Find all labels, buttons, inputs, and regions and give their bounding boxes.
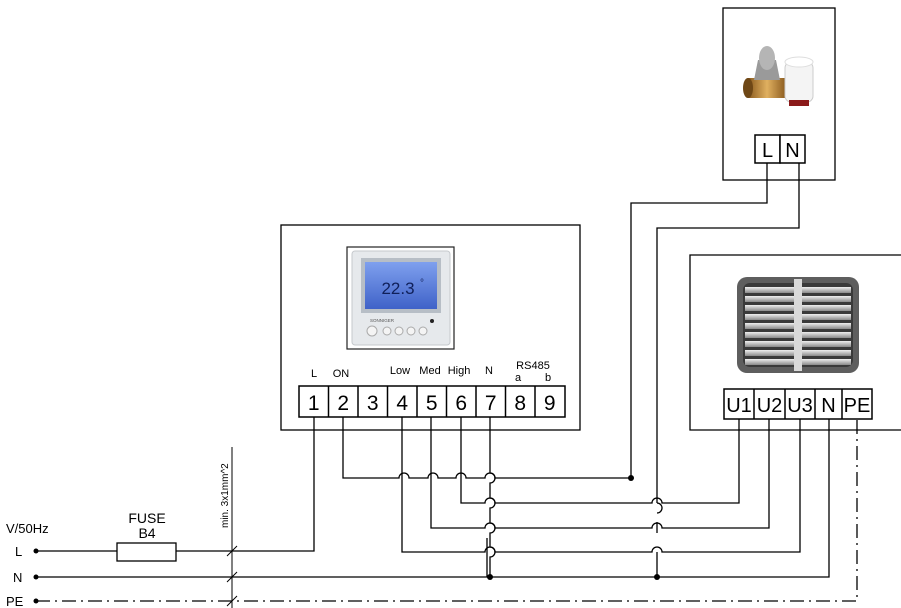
valve-terminal-label: L [762, 140, 773, 162]
terminal-label-l: L [311, 368, 317, 380]
fuse-symbol [116, 542, 177, 562]
thermostat-terminal-block: 1 2 3 4 5 6 7 8 9 [298, 385, 566, 418]
supply-line-label-l: L [15, 544, 22, 559]
junction-dot [654, 574, 660, 580]
terminal-number: 9 [544, 392, 556, 415]
valve-actuator-image [743, 46, 814, 106]
valve-terminal-block: L N [754, 134, 806, 164]
terminal-number: 1 [308, 392, 320, 415]
heater-terminal-label: U3 [787, 395, 813, 417]
terminal-label-high: High [448, 365, 471, 377]
terminal-label-b: b [545, 372, 551, 384]
junction-dot [628, 475, 634, 481]
thermostat-display-unit: ° [420, 278, 424, 289]
rs485-label: RS485 [516, 360, 550, 372]
terminal-label-med: Med [419, 365, 440, 377]
thermostat-brand: SONNIGER [370, 318, 395, 323]
terminal-label-on: ON [333, 368, 350, 380]
junction-dot [487, 574, 493, 580]
heater-terminal-block: U1 U2 U3 N PE [723, 388, 873, 420]
terminal-number: 5 [426, 392, 438, 415]
supply-line-label-n: N [13, 570, 22, 585]
supply-line-label-pe: PE [6, 594, 24, 608]
heater-image [737, 277, 859, 373]
heater-terminal-label: N [821, 395, 835, 417]
heater-terminal-label: U1 [726, 395, 752, 417]
valve-enclosure [722, 7, 836, 181]
terminal-label-a: a [515, 372, 522, 384]
thermostat-display-temp: 22.3 [381, 279, 414, 298]
terminal-number: 8 [514, 392, 526, 415]
fuse-rating: B4 [138, 525, 155, 541]
heater-terminal-label: PE [844, 395, 871, 417]
terminal-number: 3 [367, 392, 379, 415]
thermostat-image: 22.3 ° SONNIGER [346, 246, 455, 350]
terminal-label-n: N [485, 365, 493, 377]
terminal-number: 4 [396, 392, 408, 415]
valve-terminal-label: N [785, 140, 799, 162]
thermostat-terminal-labels: L ON Low Med High N RS485 a b [311, 360, 551, 384]
cable-size-label: min. 3x1mm^2 [220, 463, 231, 528]
heater-enclosure [689, 254, 901, 431]
terminal-label-low: Low [390, 365, 410, 377]
wiring [36, 163, 858, 602]
heater-terminal-label: U2 [757, 395, 783, 417]
terminal-number: 6 [455, 392, 467, 415]
terminal-number: 7 [485, 392, 497, 415]
terminal-number: 2 [337, 392, 349, 415]
fuse-label: FUSE [128, 510, 165, 526]
supply-voltage-label: V/50Hz [6, 521, 49, 536]
